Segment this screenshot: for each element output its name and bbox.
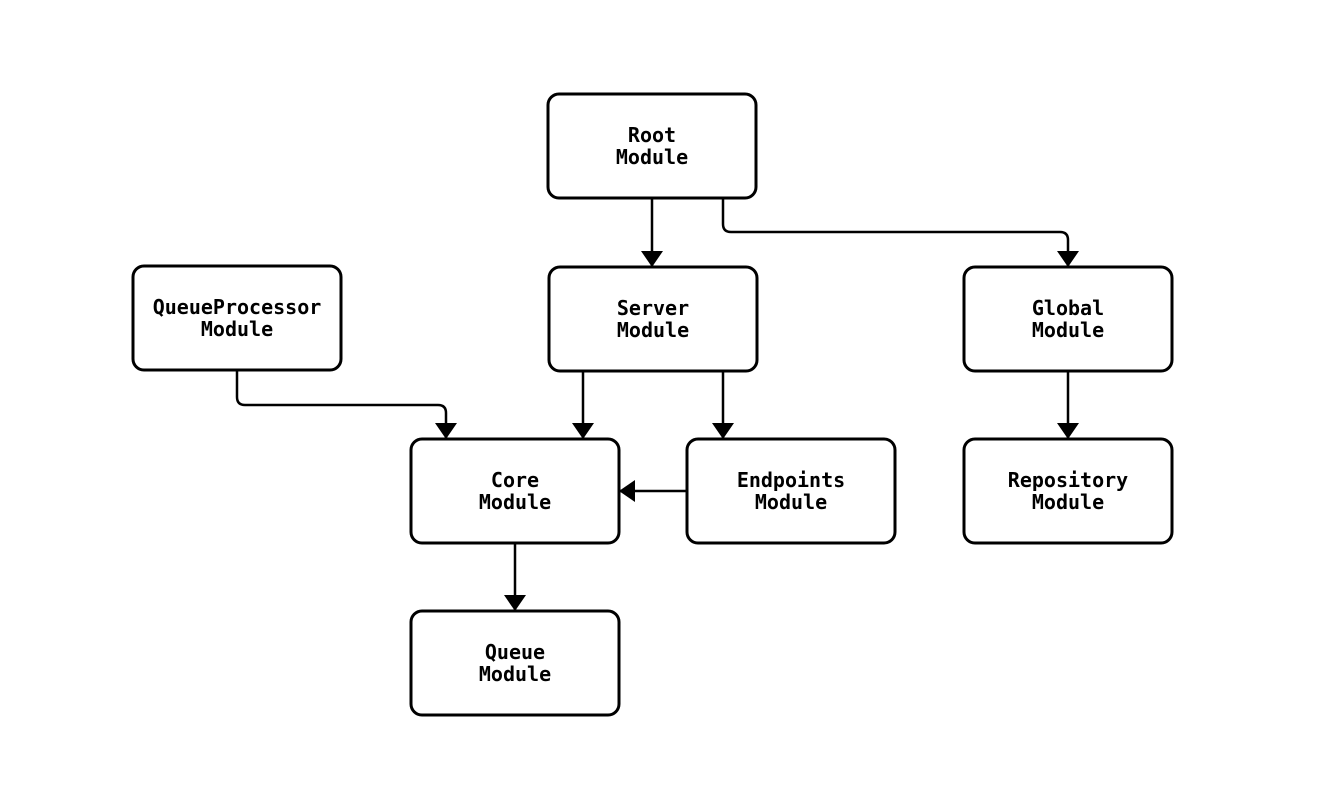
node-queueprocessor-module-label-line1: QueueProcessor: [153, 295, 322, 319]
node-server-module-label-line1: Server: [617, 296, 689, 320]
node-queue-module-label-line1: Queue: [485, 640, 545, 664]
node-endpoints-module-label-line1: Endpoints: [737, 468, 845, 492]
node-endpoints-module: Endpoints Module: [685, 437, 897, 545]
node-core-module-label-line2: Module: [479, 490, 551, 514]
node-endpoints-module-box: [685, 437, 897, 545]
edge-queueprocessor-to-core: [235, 370, 457, 439]
diagram-edges: [235, 198, 1079, 611]
node-queue-module: Queue Module: [409, 609, 621, 717]
node-core-module: Core Module: [409, 437, 621, 545]
node-root-module-label-line2: Module: [616, 145, 688, 169]
node-queueprocessor-module-box: [131, 264, 343, 372]
node-server-module: Server Module: [547, 265, 759, 373]
node-repository-module-label-line1: Repository: [1008, 468, 1128, 492]
node-repository-module: Repository Module: [962, 437, 1174, 545]
node-global-module: Global Module: [962, 265, 1174, 373]
node-root-module-label-line1: Root: [628, 123, 676, 147]
node-root-module-box: [546, 92, 758, 200]
node-server-module-label-line2: Module: [617, 318, 689, 342]
node-core-module-box: [409, 437, 621, 545]
node-queue-module-label-line2: Module: [479, 662, 551, 686]
node-queueprocessor-module: QueueProcessor Module: [131, 264, 343, 372]
node-endpoints-module-label-line2: Module: [755, 490, 827, 514]
node-queue-module-box: [409, 609, 621, 717]
node-repository-module-box: [962, 437, 1174, 545]
node-global-module-label-line1: Global: [1032, 296, 1104, 320]
node-global-module-box: [962, 265, 1174, 373]
node-server-module-box: [547, 265, 759, 373]
node-repository-module-label-line2: Module: [1032, 490, 1104, 514]
node-global-module-label-line2: Module: [1032, 318, 1104, 342]
node-root-module: Root Module: [546, 92, 758, 200]
edge-root-to-global: [721, 198, 1079, 267]
node-queueprocessor-module-label-line2: Module: [201, 317, 273, 341]
node-core-module-label-line1: Core: [491, 468, 539, 492]
